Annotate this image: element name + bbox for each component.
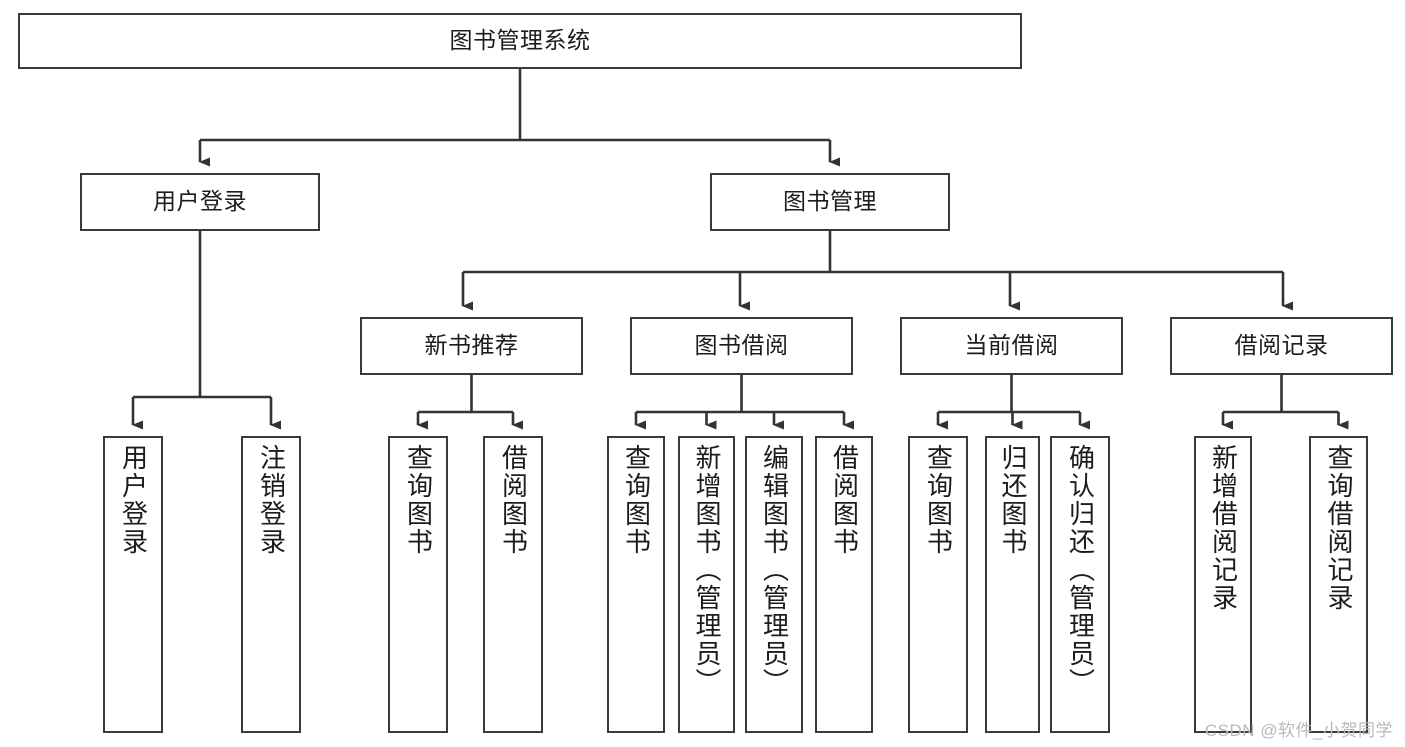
watermark-text: CSDN @软件_小贺同学 [1204, 721, 1393, 740]
node-leaf-query-book-rec[interactable]: 查询图书 [388, 436, 448, 733]
node-leaf-borrow-book-label: 借阅图书 [829, 444, 860, 556]
node-leaf-edit-book-admin[interactable]: 编辑图书（管理员） [745, 436, 803, 733]
node-leaf-query-book-cur[interactable]: 查询图书 [908, 436, 968, 733]
node-leaf-query-book-borrow[interactable]: 查询图书 [607, 436, 665, 733]
node-leaf-add-borrow-record-label: 新增借阅记录 [1208, 444, 1239, 612]
node-new-book-recommend[interactable]: 新书推荐 [360, 317, 583, 375]
node-book-borrow-label: 图书借阅 [694, 332, 789, 359]
node-root-label: 图书管理系统 [449, 27, 591, 54]
node-leaf-query-book-rec-label: 查询图书 [403, 444, 434, 556]
node-root[interactable]: 图书管理系统 [18, 13, 1022, 69]
node-leaf-add-borrow-record[interactable]: 新增借阅记录 [1194, 436, 1252, 733]
node-leaf-borrow-book[interactable]: 借阅图书 [815, 436, 873, 733]
node-book-borrow[interactable]: 图书借阅 [630, 317, 853, 375]
node-leaf-add-book-admin[interactable]: 新增图书（管理员） [678, 436, 735, 733]
node-leaf-borrow-book-rec-label: 借阅图书 [498, 444, 529, 556]
node-book-manage-label: 图书管理 [783, 188, 877, 215]
node-leaf-borrow-book-rec[interactable]: 借阅图书 [483, 436, 543, 733]
node-leaf-confirm-return-admin-label: 确认归还（管理员） [1065, 444, 1096, 696]
node-borrow-record-label: 借阅记录 [1234, 332, 1329, 359]
node-current-borrow-label: 当前借阅 [964, 332, 1059, 359]
node-user-login-label: 用户登录 [153, 188, 247, 215]
node-leaf-query-book-borrow-label: 查询图书 [621, 444, 652, 556]
node-leaf-edit-book-admin-label: 编辑图书（管理员） [759, 444, 790, 696]
node-current-borrow[interactable]: 当前借阅 [900, 317, 1123, 375]
node-leaf-confirm-return-admin[interactable]: 确认归还（管理员） [1050, 436, 1110, 733]
node-leaf-query-borrow-record-label: 查询借阅记录 [1324, 444, 1355, 612]
node-new-book-recommend-label: 新书推荐 [424, 332, 519, 359]
node-leaf-user-logout[interactable]: 注销登录 [241, 436, 301, 733]
node-book-manage[interactable]: 图书管理 [710, 173, 950, 231]
node-leaf-user-login[interactable]: 用户登录 [103, 436, 163, 733]
node-borrow-record[interactable]: 借阅记录 [1170, 317, 1393, 375]
node-user-login[interactable]: 用户登录 [80, 173, 320, 231]
node-leaf-add-book-admin-label: 新增图书（管理员） [692, 444, 723, 696]
node-leaf-user-logout-label: 注销登录 [256, 444, 287, 556]
node-leaf-return-book[interactable]: 归还图书 [985, 436, 1040, 733]
node-leaf-query-borrow-record[interactable]: 查询借阅记录 [1309, 436, 1368, 733]
node-leaf-user-login-label: 用户登录 [118, 444, 149, 556]
node-leaf-return-book-label: 归还图书 [998, 444, 1029, 556]
node-leaf-query-book-cur-label: 查询图书 [923, 444, 954, 556]
